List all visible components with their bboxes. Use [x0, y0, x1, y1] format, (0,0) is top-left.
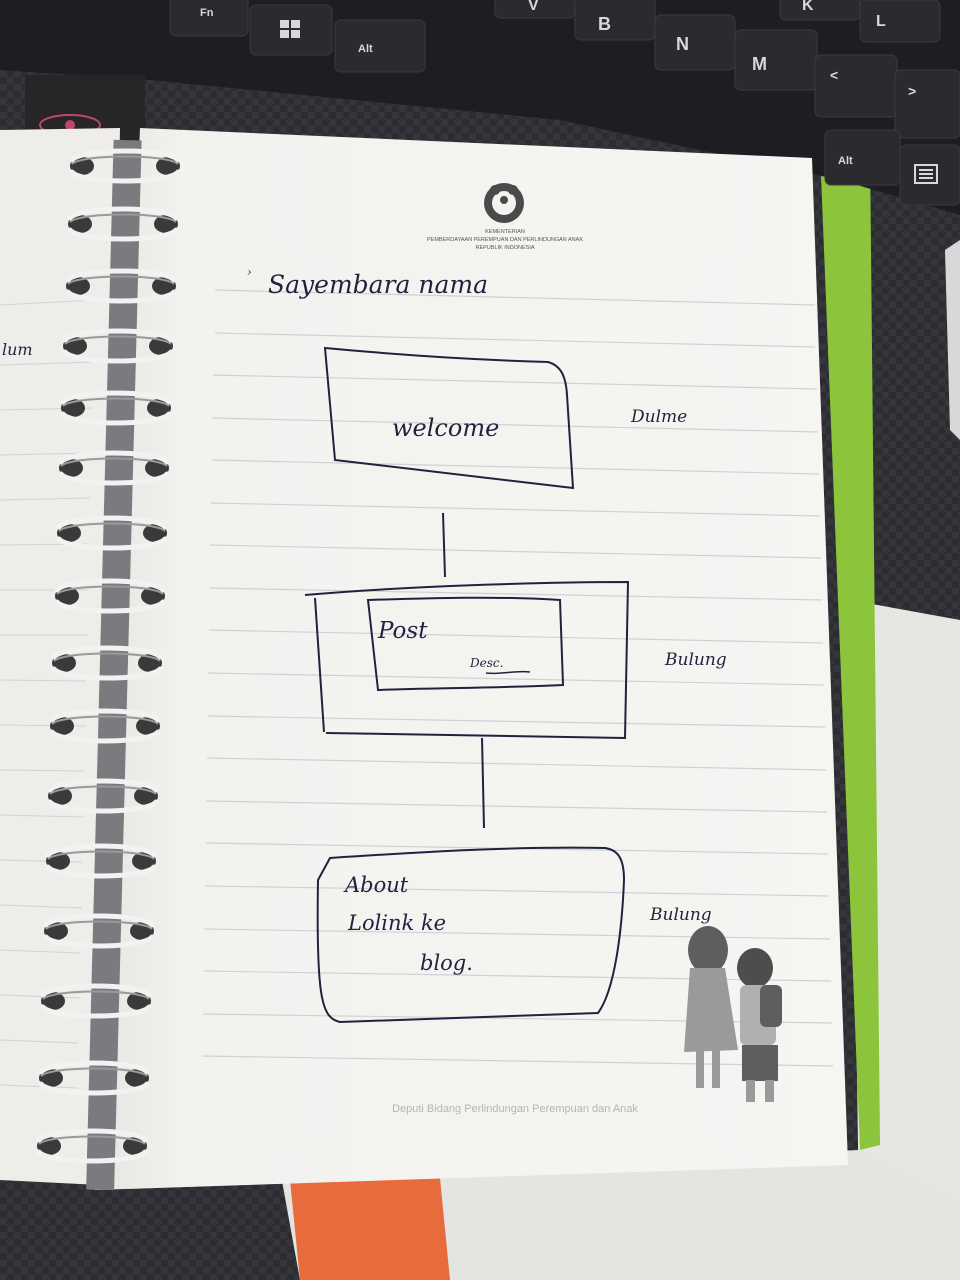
orange-cover: [290, 1178, 450, 1280]
desc-underline: [485, 670, 531, 675]
heading-text: Sayembara nama: [268, 270, 488, 299]
spiral-ring: [43, 913, 155, 949]
key-k: K: [779, 0, 861, 21]
left-page-rules: [0, 299, 96, 1089]
windows-icon: [280, 20, 300, 38]
key-l-label: L: [876, 13, 886, 30]
spiral-ring: [58, 450, 170, 486]
heading-bullet: ›: [247, 265, 252, 279]
spine-wire: [86, 139, 142, 1191]
spiral-ring: [60, 390, 172, 426]
key-fn-label: Fn: [200, 7, 214, 19]
post-label: Post: [377, 618, 428, 644]
header-line-1: KEMENTERIAN: [485, 229, 525, 235]
key-alt-left: Alt: [334, 19, 426, 73]
key-alt-right: Alt: [824, 129, 901, 186]
spiral-ring: [69, 148, 181, 184]
spiral-ring: [36, 1128, 148, 1164]
foil-scrap: [945, 240, 960, 440]
about-label-line-3: blog.: [420, 951, 473, 975]
post-outer-box: [304, 580, 630, 740]
header-line-2: PEMBERDAYAAN PEREMPUAN DAN PERLINDUNGAN …: [427, 237, 583, 243]
key-l: L: [859, 0, 941, 43]
right-page: [95, 128, 848, 1190]
post-inner-box: [366, 596, 565, 692]
about-label-line-2: Lolink ke: [347, 911, 446, 935]
key-comma: <: [814, 54, 898, 118]
spiral-ring: [49, 708, 161, 744]
post-desc-label: Desc.: [469, 656, 503, 670]
spiral-ring: [56, 515, 168, 551]
page-footer: Deputi Bidang Perlindungan Perempuan dan…: [392, 1103, 638, 1115]
key-fn: Fn: [169, 0, 249, 37]
connector-1: [442, 512, 446, 578]
key-b-label: B: [598, 14, 611, 34]
key-b: B: [574, 0, 656, 41]
key-n: N: [654, 14, 736, 71]
key-alt-right-label: Alt: [838, 155, 853, 167]
spiral-ring: [45, 843, 157, 879]
spiral-ring: [67, 206, 179, 242]
spiral-ring: [47, 778, 159, 814]
about-note: Bulung: [649, 905, 712, 925]
key-n-label: N: [676, 34, 689, 54]
spiral-ring: [51, 645, 163, 681]
key-v-label: V: [528, 0, 539, 14]
welcome-box: [323, 346, 575, 490]
key-comma-label: <: [830, 67, 838, 83]
paper-stack: [280, 1150, 960, 1280]
spiral-ring: [38, 1060, 150, 1096]
post-note: Bulung: [664, 650, 727, 670]
connector-2: [481, 737, 485, 829]
key-v: V: [494, 0, 576, 19]
left-page-handwriting: lum: [2, 340, 33, 359]
green-cover-edge: [820, 150, 880, 1150]
key-m: M: [734, 29, 818, 91]
ministry-logo: [484, 183, 524, 223]
key-menu: [899, 144, 960, 206]
keyboard: Fn Alt V B N M K L < > Alt: [0, 0, 960, 215]
header-line-3: REPUBLIK INDONESIA: [476, 245, 535, 251]
key-period-label: >: [908, 83, 916, 99]
about-label-line-1: About: [343, 873, 409, 897]
welcome-note: Dulme: [630, 407, 687, 427]
key-k-label: K: [802, 0, 814, 14]
post-outer-left-edge: [314, 597, 325, 733]
key-period: >: [894, 69, 960, 139]
children-illustration: [684, 926, 782, 1102]
about-box: [316, 846, 626, 1024]
menu-icon: [914, 164, 938, 184]
spiral-ring: [65, 268, 177, 304]
spiral-ring: [54, 578, 166, 614]
key-windows: [249, 4, 333, 56]
key-alt-left-label: Alt: [358, 43, 373, 55]
spiral-ring: [40, 983, 152, 1019]
spiral-ring: [62, 328, 174, 364]
key-m-label: M: [752, 54, 767, 74]
welcome-label: welcome: [392, 414, 499, 442]
spiral-binding: [36, 148, 181, 1164]
